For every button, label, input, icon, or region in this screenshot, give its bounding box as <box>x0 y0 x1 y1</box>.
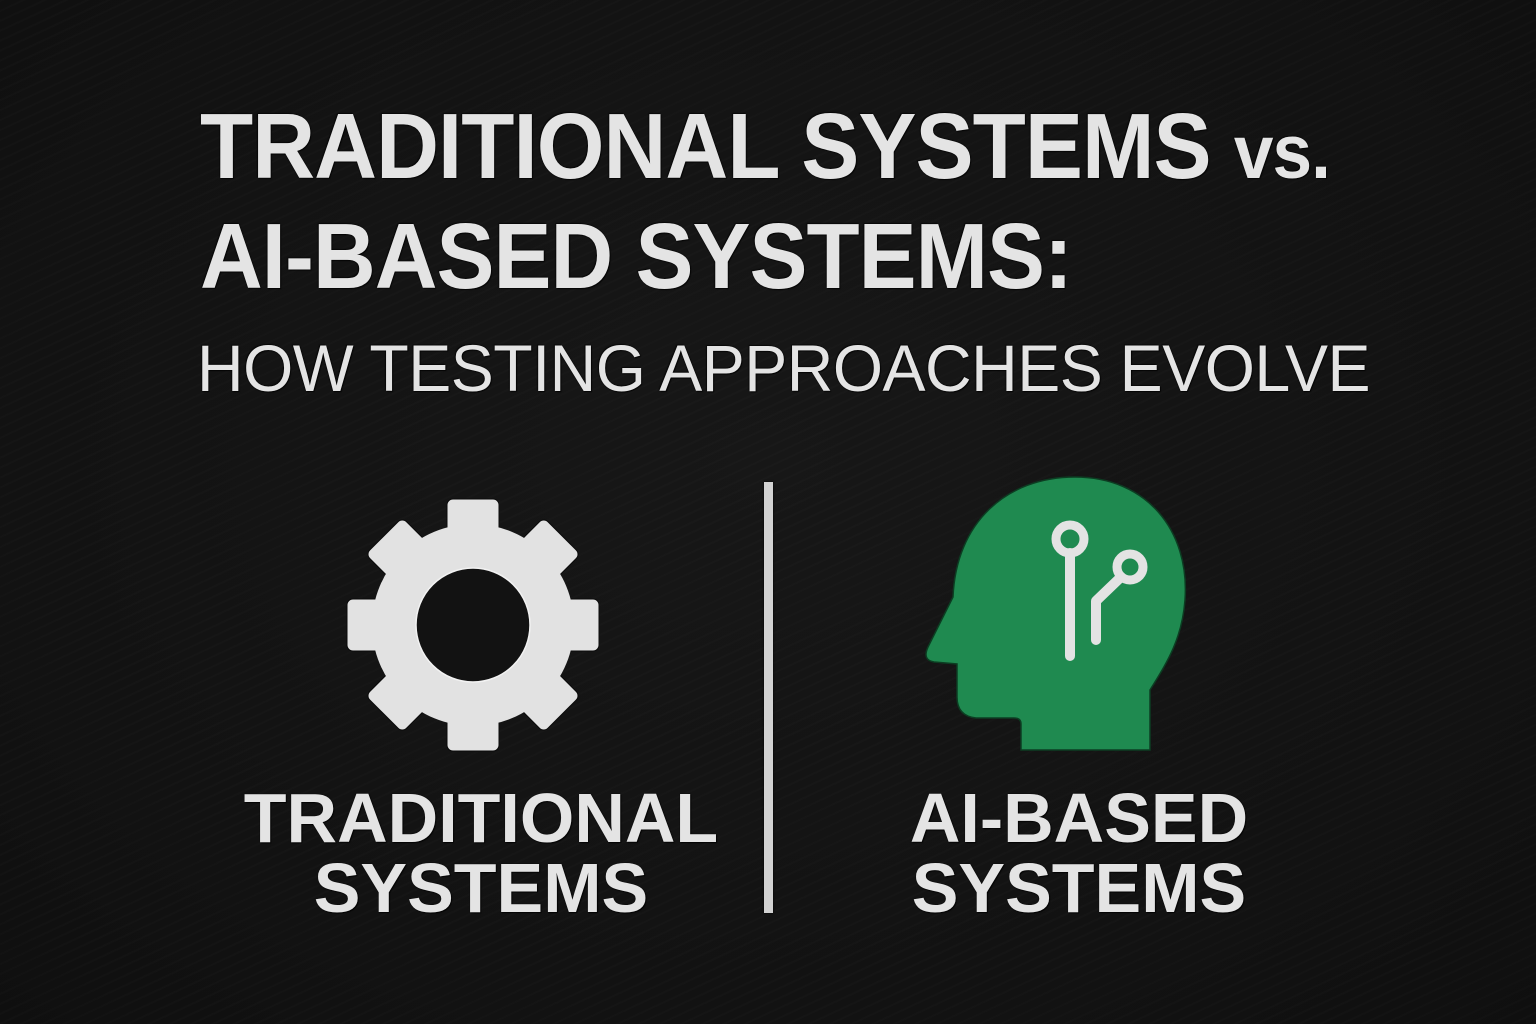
gear-hole <box>415 567 531 683</box>
gear-icon <box>346 498 600 752</box>
circuit-icon <box>1051 520 1148 661</box>
head-silhouette <box>925 476 1187 751</box>
ai-head-circuit-icon <box>925 476 1187 751</box>
title-line-1: TRADITIONAL SYSTEMS vs. <box>200 100 1331 195</box>
title-main-text: TRADITIONAL SYSTEMS <box>200 94 1212 198</box>
title-line-2: AI-BASED SYSTEMS: <box>200 204 1073 308</box>
title-vs-text: vs. <box>1233 110 1331 195</box>
label-right-line-2: SYSTEMS <box>911 849 1247 927</box>
traditional-systems-label: TRADITIONAL SYSTEMS <box>201 783 761 923</box>
label-right-line-1: AI-BASED <box>909 779 1249 857</box>
label-left-line-1: TRADITIONAL <box>243 779 719 857</box>
ai-based-systems-label: AI-BASED SYSTEMS <box>799 783 1359 923</box>
subtitle: HOW TESTING APPROACHES EVOLVE <box>197 331 1370 405</box>
divider <box>764 482 773 913</box>
label-left-line-2: SYSTEMS <box>313 849 649 927</box>
